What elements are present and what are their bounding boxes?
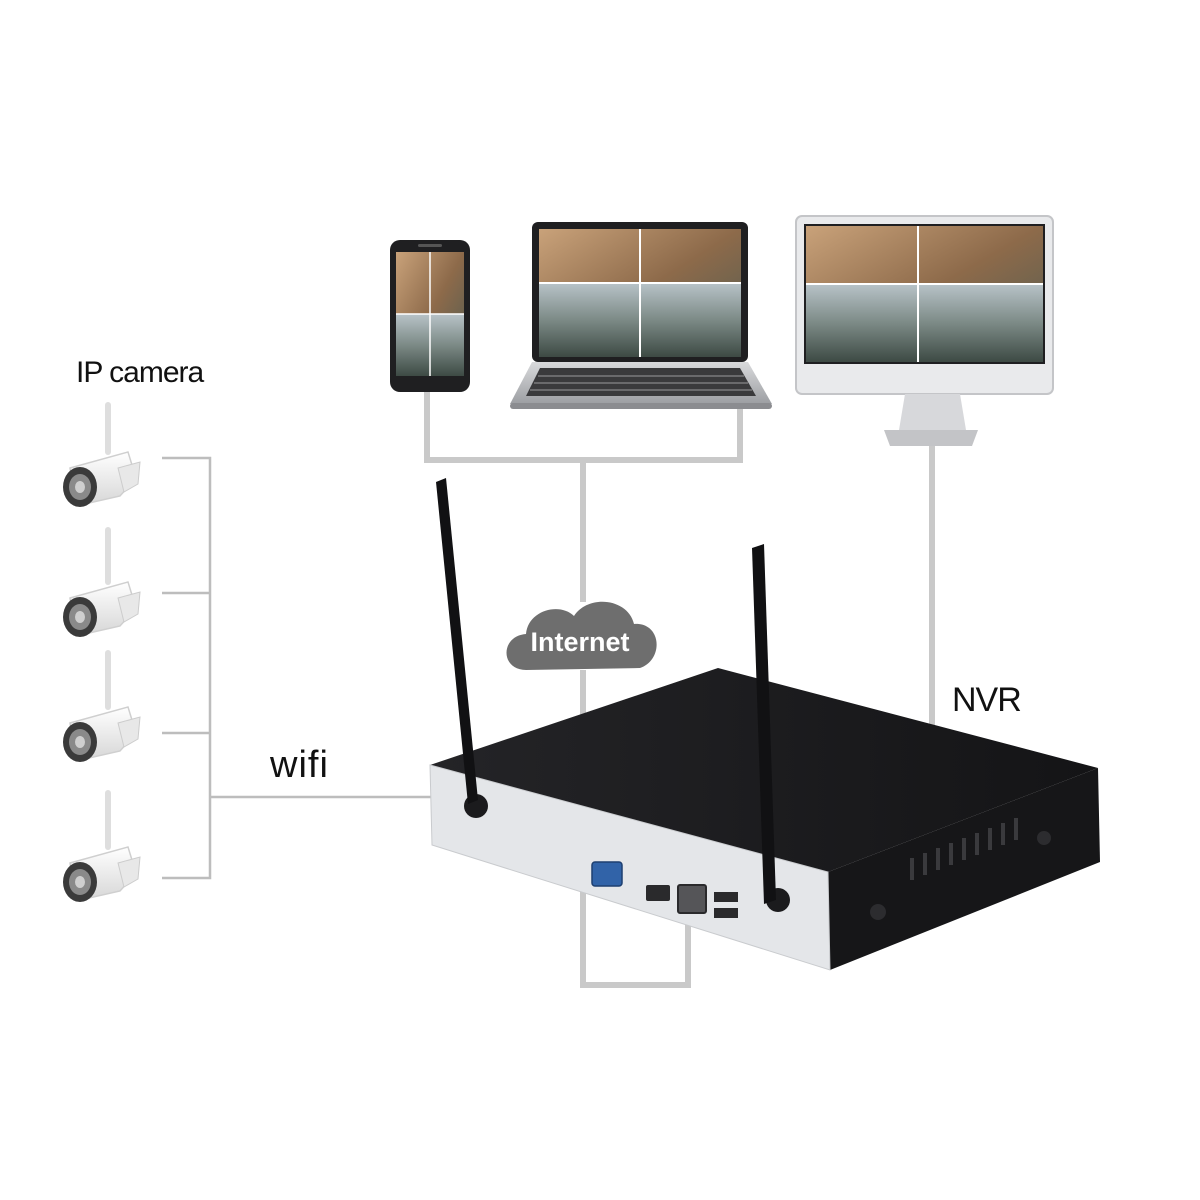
monitor-icon [795, 215, 1054, 446]
ethernet-port-icon [677, 884, 707, 914]
antenna-icon [436, 478, 478, 804]
nvr-device [429, 478, 1100, 971]
ip-camera-group [63, 402, 141, 902]
internet-label: Internet [530, 627, 629, 657]
laptop-icon [510, 222, 772, 409]
antenna-icon [752, 544, 776, 904]
ip-camera-label: IP camera [76, 356, 204, 389]
cloud-icon [506, 601, 657, 670]
bullet-camera-icon [63, 402, 141, 507]
bullet-camera-icon [63, 790, 141, 902]
bullet-camera-icon [63, 527, 141, 637]
usb-port-icon [714, 908, 738, 918]
usb-port-icon [714, 892, 738, 902]
wifi-label: wifi [269, 744, 329, 786]
smartphone-icon [390, 240, 470, 392]
nvr-label: NVR [952, 681, 1021, 719]
vga-port-icon [591, 861, 623, 887]
hdmi-port-icon [646, 885, 670, 901]
camera-wiring [162, 456, 432, 880]
bullet-camera-icon [63, 650, 141, 762]
